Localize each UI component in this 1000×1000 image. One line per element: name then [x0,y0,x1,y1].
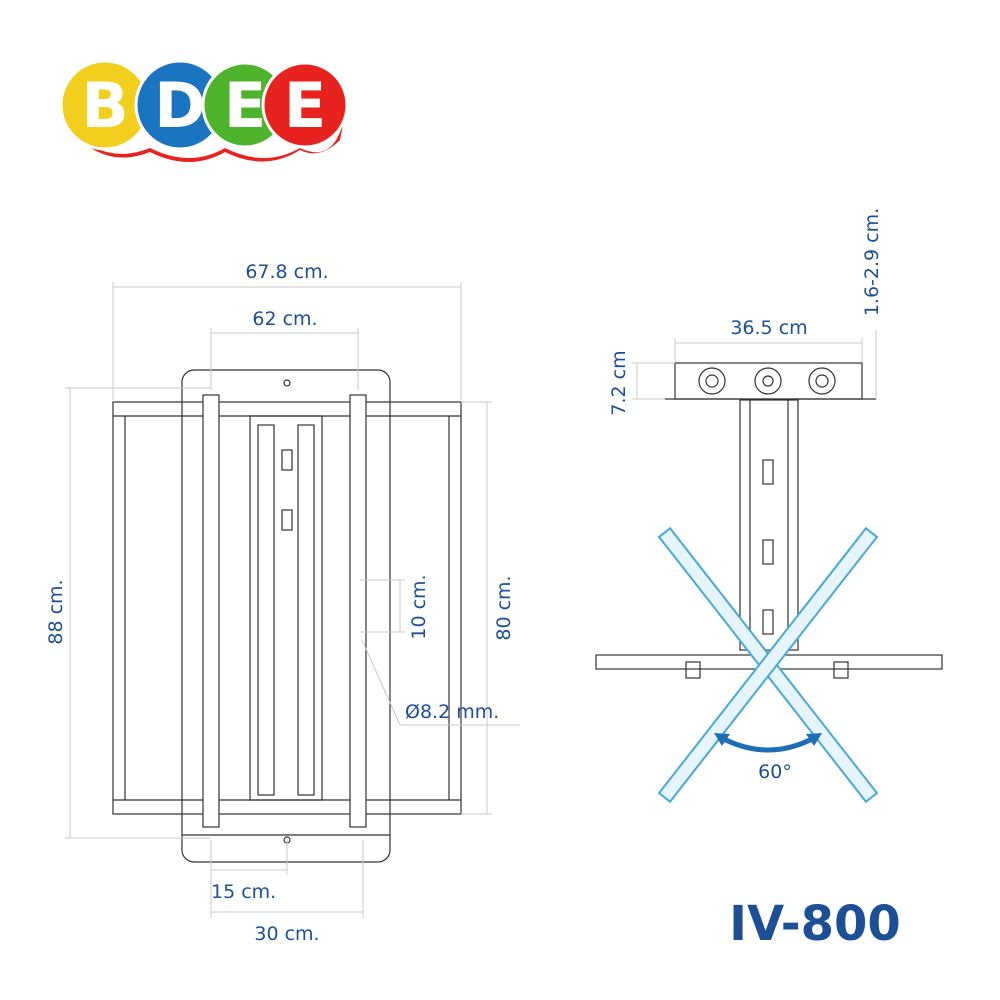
thickness-label: 1.6-2.9 cm. [861,208,883,316]
svg-text:B: B [81,69,128,142]
svg-text:D: D [154,69,205,142]
bottom-spacing-small-label: 15 cm. [211,881,276,903]
rotation-angle-label: 60° [758,761,792,783]
brand-logo: B D E E [59,59,349,162]
hole-pitch-label: 10 cm. [408,574,430,639]
hole-diameter-label: Ø8.2 mm. [405,701,499,723]
overall-height-label: 88 cm. [45,579,67,644]
bracket-spacing-label: 62 cm. [252,308,317,330]
front-dimension-lines [65,282,520,918]
plate-height-label: 7.2 cm [608,350,630,415]
overall-width-label: 67.8 cm. [245,261,328,283]
side-dimension-lines [632,330,877,400]
plate-width-label: 36.5 cm [730,317,807,339]
rotating-arms [657,526,879,804]
front-view-drawing [112,369,462,863]
bottom-spacing-large-label: 30 cm. [254,923,319,945]
side-view-drawing [595,362,943,679]
model-number: IV-800 [729,896,901,952]
svg-text:E: E [224,69,266,142]
svg-text:E: E [284,69,326,142]
inner-height-label: 80 cm. [493,575,515,640]
